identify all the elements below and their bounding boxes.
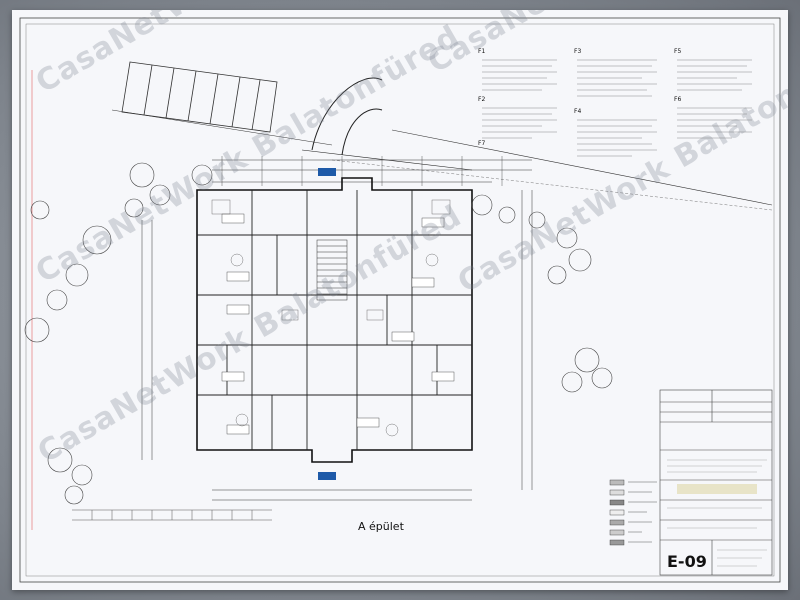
building-label: A épület bbox=[358, 520, 404, 533]
note-header-f2: F2 bbox=[478, 96, 486, 103]
note-header-f5: F5 bbox=[674, 48, 682, 55]
stair-core bbox=[316, 239, 348, 301]
floor-plan-drawing bbox=[19, 17, 781, 583]
south-marker bbox=[318, 472, 336, 480]
note-header-f6: F6 bbox=[674, 96, 682, 103]
blurred-stamp bbox=[677, 484, 757, 494]
trees bbox=[24, 162, 613, 505]
legend bbox=[609, 479, 657, 546]
north-marker bbox=[318, 168, 336, 176]
note-header-f3: F3 bbox=[574, 48, 582, 55]
note-header-f1: F1 bbox=[478, 48, 486, 55]
spec-notes bbox=[482, 59, 752, 157]
interior-walls bbox=[197, 190, 472, 450]
note-header-f7: F7 bbox=[478, 140, 486, 147]
drawing-sheet: A épület E-09 F1 F2 F3 F4 F5 F6 F7 CasaN… bbox=[12, 10, 788, 590]
building-outline bbox=[196, 177, 473, 463]
sheet-number: E-09 bbox=[667, 552, 707, 571]
note-header-f4: F4 bbox=[574, 108, 582, 115]
room-tags bbox=[221, 213, 455, 435]
parking-stalls bbox=[111, 61, 333, 146]
title-block bbox=[659, 389, 773, 576]
